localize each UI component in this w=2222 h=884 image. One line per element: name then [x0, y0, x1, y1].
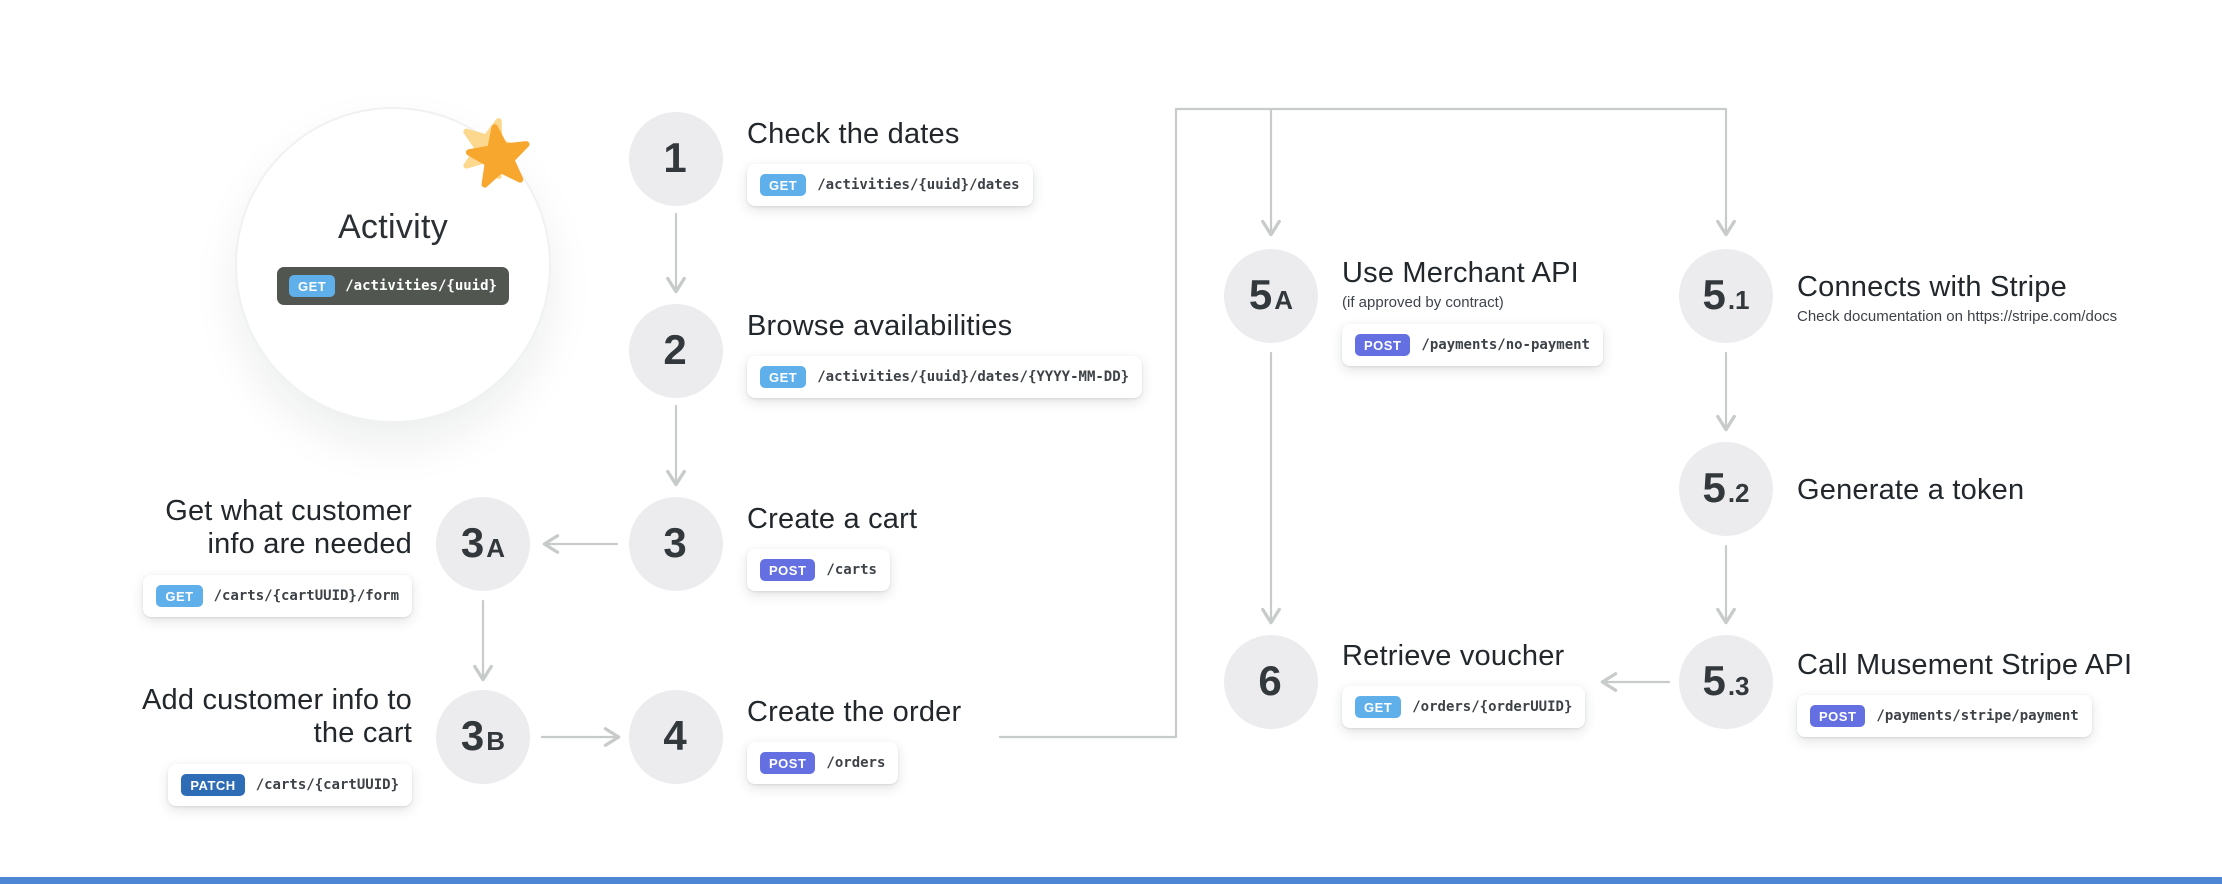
- step-title: Add customer info to the cart: [142, 684, 412, 750]
- endpoint-badge: PATCH /carts/{cartUUID}: [168, 763, 412, 806]
- step-label-6: Retrieve voucher GET /orders/{orderUUID}: [1342, 640, 1586, 729]
- http-method-chip: GET: [156, 584, 203, 607]
- step-subnumber: .1: [1727, 285, 1750, 315]
- step-title: Check the dates: [747, 118, 960, 150]
- http-method-chip: POST: [1355, 334, 1411, 357]
- endpoint-path: /carts: [826, 562, 877, 579]
- step-title: Create a cart: [747, 503, 918, 535]
- step-number: 5: [1702, 271, 1726, 318]
- step-subnumber: A: [486, 533, 506, 563]
- step-circle-3a: 3A: [436, 497, 530, 591]
- http-method-chip: PATCH: [181, 773, 245, 796]
- endpoint-path: /activities/{uuid}/dates/{YYYY-MM-DD}: [817, 369, 1130, 386]
- endpoint-badge: POST /payments/stripe/payment: [1797, 695, 2092, 738]
- http-method-chip: POST: [1810, 705, 1866, 728]
- activity-endpoint-badge: GET /activities/{uuid}: [277, 266, 509, 305]
- endpoint-path: /payments/stripe/payment: [1876, 708, 2079, 725]
- step-circle-4: 4: [629, 690, 723, 784]
- bottom-bar: [0, 877, 2222, 884]
- endpoint-path: /orders: [826, 755, 886, 772]
- step-title: Connects with Stripe: [1797, 271, 2067, 303]
- activity-title: Activity: [337, 207, 449, 246]
- http-method-chip: GET: [289, 274, 336, 297]
- step-label-4: Create the order POST /orders: [747, 696, 962, 785]
- star-icon: [463, 118, 530, 188]
- endpoint-path: /carts/{cartUUID}/form: [213, 587, 399, 604]
- step-title: Generate a token: [1797, 474, 2025, 506]
- endpoint-badge: POST /carts: [747, 549, 890, 592]
- step-number: 5: [1702, 657, 1726, 704]
- step-label-2: Browse availabilities GET /activities/{u…: [747, 310, 1143, 399]
- step-number: 3: [663, 519, 687, 566]
- step-label-5-2: Generate a token: [1797, 474, 2024, 507]
- endpoint-path: /orders/{orderUUID}: [1412, 699, 1573, 716]
- endpoint-badge: GET /activities/{uuid}/dates: [747, 164, 1033, 207]
- step-number: 4: [663, 712, 687, 759]
- endpoint-badge: POST /orders: [747, 742, 899, 785]
- step-title: Retrieve voucher: [1342, 640, 1565, 672]
- http-method-chip: GET: [760, 174, 807, 197]
- step-circle-5-2: 5.2: [1679, 442, 1773, 536]
- step-title: Use Merchant API: [1342, 257, 1579, 289]
- step-number: 6: [1258, 657, 1282, 704]
- step-number: 3: [460, 519, 485, 566]
- endpoint-badge: POST /payments/no-payment: [1342, 324, 1603, 367]
- endpoint-path: /activities/{uuid}/dates: [817, 177, 1020, 194]
- step-circle-6: 6: [1224, 635, 1318, 729]
- step-circle-3: 3: [629, 497, 723, 591]
- activity-content: Activity GET /activities/{uuid}: [277, 208, 509, 305]
- endpoint-path: /carts/{cartUUID}: [255, 776, 399, 793]
- http-method-chip: POST: [760, 752, 816, 775]
- step-title: Call Musement Stripe API: [1797, 649, 2133, 681]
- step-circle-3b: 3B: [436, 690, 530, 784]
- step-title: Create the order: [747, 696, 962, 728]
- step-label-3a: Get what customer info are needed GET /c…: [142, 495, 412, 617]
- step-number: 2: [663, 326, 687, 373]
- endpoint-badge: GET /activities/{uuid}/dates/{YYYY-MM-DD…: [747, 356, 1143, 399]
- step-number: 3: [460, 712, 485, 759]
- http-method-chip: POST: [760, 559, 816, 582]
- step-label-3b: Add customer info to the cart PATCH /car…: [142, 684, 412, 806]
- step-subnumber: B: [486, 726, 506, 756]
- endpoint-badge: GET /orders/{orderUUID}: [1342, 686, 1586, 729]
- http-method-chip: GET: [1355, 696, 1402, 719]
- step-label-5a: Use Merchant API (if approved by contrac…: [1342, 257, 1603, 367]
- endpoint-path: /activities/{uuid}: [345, 277, 497, 294]
- step-note: Check documentation on https://stripe.co…: [1797, 308, 2118, 326]
- endpoint-path: /payments/no-payment: [1421, 337, 1590, 354]
- arrow-4-to-5-1: [998, 107, 1736, 739]
- step-label-3: Create a cart POST /carts: [747, 503, 918, 592]
- step-label-1: Check the dates GET /activities/{uuid}/d…: [747, 118, 1033, 207]
- http-method-chip: GET: [760, 366, 807, 389]
- step-circle-5a: 5A: [1224, 249, 1318, 343]
- step-note: (if approved by contract): [1342, 294, 1504, 312]
- step-circle-2: 2: [629, 304, 723, 398]
- step-circle-5-3: 5.3: [1679, 635, 1773, 729]
- step-label-5-3: Call Musement Stripe API POST /payments/…: [1797, 649, 2133, 738]
- endpoint-badge: GET /carts/{cartUUID}/form: [143, 574, 412, 617]
- step-number: 5: [1248, 271, 1273, 318]
- step-circle-1: 1: [629, 112, 723, 206]
- step-subnumber: .3: [1727, 671, 1750, 701]
- step-title: Get what customer info are needed: [165, 495, 412, 561]
- step-title: Browse availabilities: [747, 310, 1013, 342]
- activity-node: Activity GET /activities/{uuid}: [237, 109, 549, 421]
- step-subnumber: A: [1274, 285, 1294, 315]
- step-subnumber: .2: [1727, 478, 1750, 508]
- step-label-5-1: Connects with Stripe Check documentation…: [1797, 271, 2117, 325]
- step-circle-5-1: 5.1: [1679, 249, 1773, 343]
- step-number: 1: [663, 134, 687, 181]
- step-number: 5: [1702, 464, 1726, 511]
